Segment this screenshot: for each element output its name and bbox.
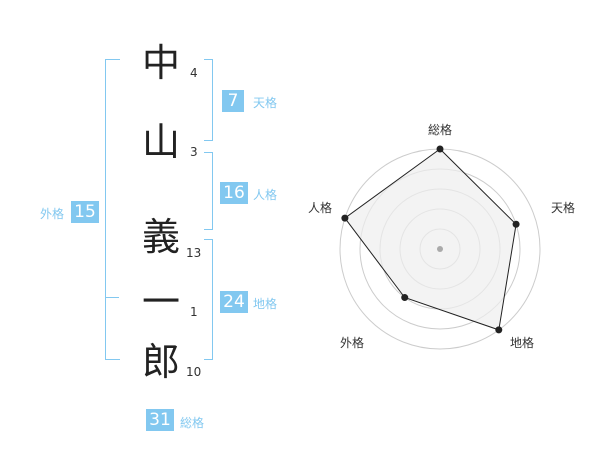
soukaku-value: 31 xyxy=(146,409,174,431)
gaikaku-bracket xyxy=(105,59,120,360)
tenkaku-label: 天格 xyxy=(253,96,278,110)
radar-point-2 xyxy=(512,220,520,228)
radar-point-4 xyxy=(401,294,409,302)
jinkaku-value: 16 xyxy=(220,182,248,204)
name-char-4: 一 xyxy=(141,280,180,324)
radar-series-polygon xyxy=(344,148,517,331)
radar-axis-label-gaikaku: 外格 xyxy=(340,336,365,350)
radar-point-1 xyxy=(436,145,444,153)
name-char-2: 山 xyxy=(141,120,180,164)
stroke-count-5: 10 xyxy=(186,365,202,379)
tenkaku-bracket xyxy=(204,59,213,141)
radar-axis-label-soukaku: 総格 xyxy=(428,123,453,137)
gaikaku-value: 15 xyxy=(71,201,99,223)
name-char-3: 義 xyxy=(141,215,180,259)
stroke-count-1: 4 xyxy=(190,66,198,80)
radar-point-3 xyxy=(495,326,503,334)
jinkaku-label: 人格 xyxy=(253,188,278,202)
gaikaku-label: 外格 xyxy=(40,207,65,221)
stroke-count-2: 3 xyxy=(190,145,198,159)
name-char-1: 中 xyxy=(141,41,180,85)
soukaku-label: 総格 xyxy=(180,416,205,430)
stroke-count-3: 13 xyxy=(186,246,202,260)
name-char-5: 郎 xyxy=(141,340,180,384)
tenkaku-value: 7 xyxy=(222,90,244,112)
gaikaku-bracket-tick xyxy=(105,297,119,298)
radar-axis-label-tenkaku: 天格 xyxy=(551,201,576,215)
chikaku-bracket xyxy=(204,239,213,360)
radar-point-5 xyxy=(341,214,349,222)
radar-axis-label-chikaku: 地格 xyxy=(510,336,535,350)
jinkaku-bracket xyxy=(204,152,213,230)
chikaku-value: 24 xyxy=(220,291,248,313)
radar-axis-label-jinkaku: 人格 xyxy=(308,201,333,215)
stroke-count-4: 1 xyxy=(190,305,198,319)
chikaku-label: 地格 xyxy=(253,297,278,311)
radar-center-dot xyxy=(437,246,443,252)
